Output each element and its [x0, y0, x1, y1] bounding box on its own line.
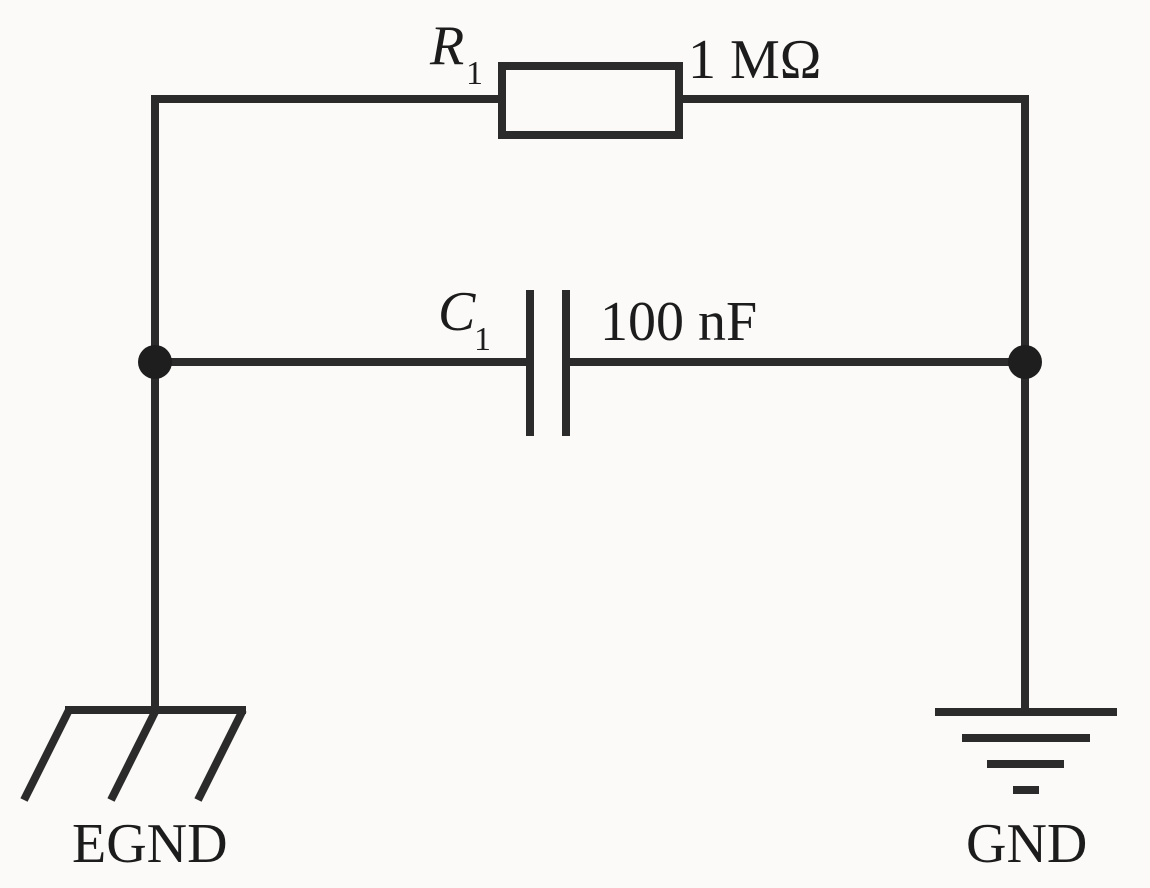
ground-label-gnd: GND [966, 813, 1087, 875]
resistor-r1-subscript: 1 [466, 55, 483, 92]
capacitor-c1-subscript: 1 [474, 321, 491, 358]
resistor-r1-symbol: R [429, 15, 464, 77]
resistor-r1-value: 1 MΩ [688, 29, 821, 91]
capacitor-c1-value: 100 nF [600, 291, 757, 353]
capacitor-c1-symbol: C [438, 281, 476, 343]
ground-label-egnd: EGND [72, 813, 228, 875]
junction-dot-left [138, 345, 172, 379]
chassis-ground-icon [20, 706, 247, 802]
junction-dot-right [1008, 345, 1042, 379]
earth-ground-icon [935, 708, 1117, 794]
resistor-r1-body [498, 62, 683, 139]
